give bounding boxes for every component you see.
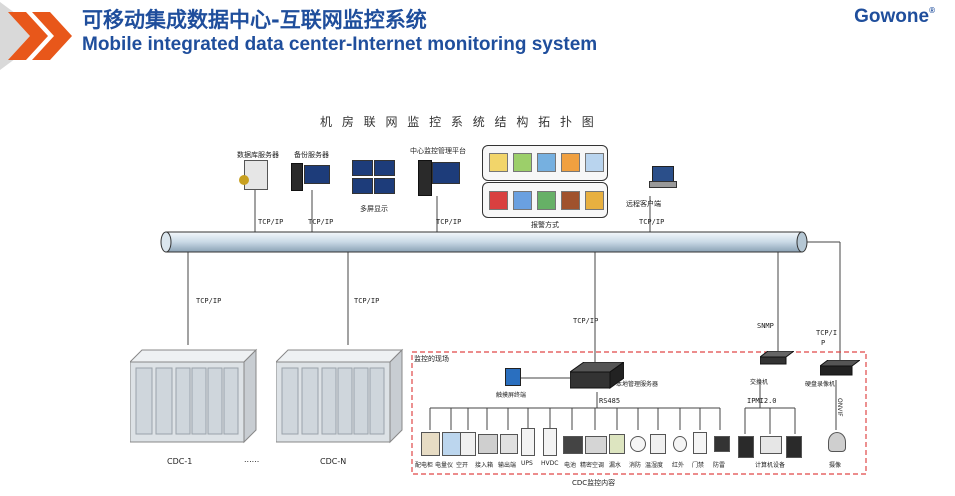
- tcpip-label-remote: TCP/IP: [639, 218, 665, 226]
- lightning-protection-icon: [714, 436, 730, 452]
- backup-server-monitor-icon: [304, 165, 330, 184]
- speaker-icon: [561, 191, 580, 210]
- snmp-label: SNMP: [757, 322, 774, 330]
- cdc-1-cabinet: [130, 348, 258, 444]
- software-modules-panel: [482, 145, 608, 181]
- tcpip-label-cdcn: TCP/IP: [354, 297, 380, 305]
- device-label-air-switch: 空开: [456, 462, 469, 469]
- device-label-fire: 消防: [629, 462, 642, 469]
- cdc-1-label: CDC-1: [167, 457, 193, 466]
- tcpip-label-nvr-b: P: [821, 339, 826, 347]
- device-label-computer: 计算机设备: [755, 462, 786, 469]
- computer-equipment-1-icon: [738, 436, 754, 458]
- ups-icon: [521, 428, 535, 456]
- nvr-label: 硬盘录像机: [805, 381, 836, 388]
- sms-icon: [513, 191, 532, 210]
- switch-icon: [758, 350, 796, 365]
- infrared-icon: [673, 436, 687, 452]
- device-label-access-control: 门禁: [692, 462, 705, 469]
- network-backbone: [160, 231, 808, 253]
- rs485-label: RS485: [599, 397, 621, 405]
- central-platform-monitor-icon: [432, 162, 460, 184]
- access-box-icon: [478, 434, 498, 454]
- hvdc-icon: [543, 428, 557, 456]
- device-label-distribution: 配电柜: [415, 462, 434, 469]
- touch-terminal-label: 触摸屏终端: [496, 392, 527, 399]
- multi-screen-label: 多屏显示: [360, 205, 388, 213]
- device-label-lightning: 防雷: [713, 462, 726, 469]
- tcpip-label-cdc1: TCP/IP: [196, 297, 222, 305]
- device-label-hvdc: HVDC: [541, 460, 559, 467]
- backup-server-label: 备份服务器: [294, 151, 329, 159]
- local-server-icon: [568, 361, 626, 390]
- laptop-icon: [649, 166, 677, 188]
- users-icon: [561, 153, 580, 172]
- database-icon: [537, 153, 556, 172]
- ipmi-label: IPMI2.0: [747, 397, 777, 405]
- database-server-icon: [239, 160, 268, 190]
- monitoring-site-label: 监控的现场: [414, 355, 449, 363]
- alarm-methods-panel: [482, 182, 608, 218]
- computer-icon: [585, 153, 604, 172]
- access-control-icon: [693, 432, 707, 454]
- local-server-label: 本地管理服务器: [616, 381, 659, 388]
- backup-server-tower-icon: [291, 163, 303, 191]
- tcpip-label-local: TCP/IP: [573, 317, 599, 325]
- document-icon: [513, 153, 532, 172]
- tcpip-label-nvr-a: TCP/I: [816, 329, 838, 337]
- central-platform-tower-icon: [418, 160, 432, 196]
- multi-screen-display-icon: [352, 160, 396, 198]
- database-server-label: 数据库服务器: [237, 151, 279, 159]
- tools-icon: [489, 153, 508, 172]
- switch-label: 交换机: [750, 379, 769, 386]
- remote-client-label: 远程客户端: [626, 200, 661, 208]
- precision-ac-icon: [585, 436, 607, 454]
- distribution-cabinet-icon: [421, 432, 440, 456]
- computer-equipment-2-icon: [760, 436, 782, 454]
- device-label-ups: UPS: [521, 460, 533, 467]
- device-label-camera: 摄像: [829, 462, 842, 469]
- touch-terminal-icon: [505, 368, 521, 386]
- central-platform-label: 中心监控管理平台: [410, 147, 466, 155]
- siren-icon: [585, 191, 604, 210]
- email-icon: [537, 191, 556, 210]
- cdc-n-label: CDC-N: [320, 457, 347, 466]
- device-label-precision-ac: 精密空调: [580, 462, 605, 469]
- alarm-methods-label: 报警方式: [531, 221, 559, 229]
- output-icon: [500, 434, 518, 454]
- device-label-infrared: 红外: [672, 462, 685, 469]
- water-leak-icon: [609, 434, 625, 454]
- device-label-temp-humidity: 温湿度: [645, 462, 664, 469]
- cdc-ellipsis: ......: [244, 455, 260, 464]
- tcpip-label-central: TCP/IP: [436, 218, 462, 226]
- page-title-en: Mobile integrated data center-Internet m…: [82, 34, 598, 55]
- camera-icon: [828, 432, 846, 452]
- cdc-n-cabinet: [276, 348, 404, 444]
- device-label-output: 输出端: [498, 462, 517, 469]
- air-switch-icon: [460, 432, 476, 456]
- temp-humidity-icon: [650, 434, 666, 454]
- nvr-icon: [818, 359, 862, 376]
- device-label-power-meter: 电量仪: [435, 462, 454, 469]
- brand-logo: Gowone®: [854, 6, 935, 27]
- device-label-battery: 电池: [564, 462, 577, 469]
- tcpip-label-backup: TCP/IP: [308, 218, 334, 226]
- phone-icon: [489, 191, 508, 210]
- cdc-monitoring-content-caption: CDC监控内容: [572, 479, 616, 487]
- device-label-access-box: 接入箱: [475, 462, 494, 469]
- page-title-cn: 可移动集成数据中心-互联网监控系统: [82, 8, 427, 32]
- tcpip-label-database: TCP/IP: [258, 218, 284, 226]
- device-label-water-leak: 漏水: [609, 462, 622, 469]
- fire-detector-icon: [630, 436, 646, 452]
- diagram-title: 机 房 联 网 监 控 系 统 结 构 拓 扑 图: [320, 115, 597, 129]
- power-meter-icon: [442, 432, 461, 456]
- onvif-label: ONVIF: [836, 398, 843, 417]
- chevron-logo-icon: [0, 2, 72, 70]
- computer-equipment-3-icon: [786, 436, 802, 458]
- battery-icon: [563, 436, 583, 454]
